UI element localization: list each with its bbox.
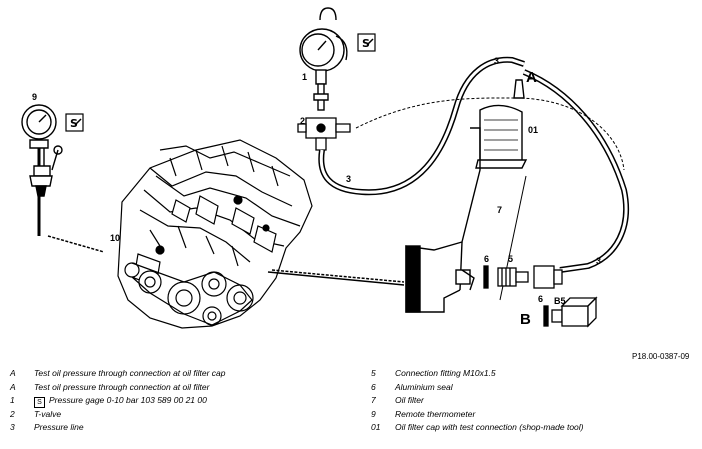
legend-item: 6 Aluminium seal <box>371 382 691 396</box>
callout-01: 01 <box>528 125 538 135</box>
legend-item: A Test oil pressure through connection at… <box>10 382 340 396</box>
legend-item: 9 Remote thermometer <box>371 409 691 423</box>
tool-symbol-icon: S <box>34 397 45 408</box>
callout-7: 7 <box>497 205 502 215</box>
legend-text: Remote thermometer <box>395 408 476 419</box>
legend-text: T-valve <box>34 408 62 419</box>
callout-B5: B5 <box>554 296 566 306</box>
legend-key: 6 <box>371 381 376 392</box>
thermometer-icon <box>21 104 63 236</box>
callout-1: 1 <box>302 72 307 82</box>
engine-icon <box>117 139 313 329</box>
pressure-line <box>318 56 630 273</box>
legend-key: 1 <box>10 395 15 405</box>
callout-A: A <box>526 69 537 86</box>
callout-3-left: 3 <box>346 174 351 184</box>
legend-left: A Test oil pressure through connection at… <box>10 368 340 436</box>
legend-key: 2 <box>10 408 15 419</box>
callout-5: 5 <box>508 254 513 264</box>
tool-symbol-icon: S <box>357 33 376 52</box>
legend-text: Pressure gage 0-10 bar 103 589 00 21 00 <box>49 395 207 405</box>
pointer-line <box>47 235 105 253</box>
legend-text: Oil filter <box>395 395 424 405</box>
oil-filter-icon <box>405 79 528 313</box>
tool-symbol-icon: S <box>65 113 84 132</box>
legend-item: 1 S Pressure gage 0-10 bar 103 589 00 21 0… <box>10 395 340 409</box>
legend-item: 5 Connection fitting M10x1.5 <box>371 368 691 382</box>
legend-right: 5 Connection fitting M10x1.5 6 Aluminium s… <box>371 368 691 436</box>
figure-reference: P18.00-0387-09 <box>632 352 690 361</box>
legend-item: 7 Oil filter <box>371 395 691 409</box>
legend-key: A <box>10 381 16 392</box>
callout-3-right: 3 <box>596 256 601 266</box>
callout-3-top: 3 <box>494 56 499 66</box>
legend-text: Test oil pressure through connection at … <box>34 368 226 378</box>
legend-key: 5 <box>371 368 376 378</box>
legend-text: Aluminium seal <box>395 381 453 392</box>
legend-key: A <box>10 368 16 378</box>
callout-10: 10 <box>110 233 120 243</box>
callout-9: 9 <box>32 92 37 102</box>
callout-B: B <box>520 311 531 328</box>
svg-text:S: S <box>70 117 78 130</box>
legend-key: 7 <box>371 395 376 405</box>
legend-text: Pressure line <box>34 422 84 432</box>
legend-key: 3 <box>10 422 15 432</box>
legend-text: Test oil pressure through connection at … <box>34 381 210 392</box>
legend-item: A Test oil pressure through connection at… <box>10 368 340 382</box>
svg-text:S: S <box>362 37 370 50</box>
legend-text: Connection fitting M10x1.5 <box>395 368 496 378</box>
pressure-switch-icon <box>543 296 598 328</box>
legend-key: 01 <box>371 422 381 432</box>
legend-item: 01 Oil filter cap with test connection (s… <box>371 422 691 436</box>
pointer-line <box>267 269 405 286</box>
legend-key: 9 <box>371 408 376 419</box>
callout-2: 2 <box>300 116 305 126</box>
legend-item: 3 Pressure line <box>10 422 340 436</box>
legend-item: 2 T-valve <box>10 409 340 423</box>
legend-text: Oil filter cap with test connection (sho… <box>395 422 584 432</box>
t-valve-icon <box>297 117 351 151</box>
callout-6-bottom: 6 <box>538 294 543 304</box>
connection-fitting <box>483 265 563 289</box>
pressure-gauge-icon <box>299 7 348 111</box>
callout-6-top: 6 <box>484 254 489 264</box>
